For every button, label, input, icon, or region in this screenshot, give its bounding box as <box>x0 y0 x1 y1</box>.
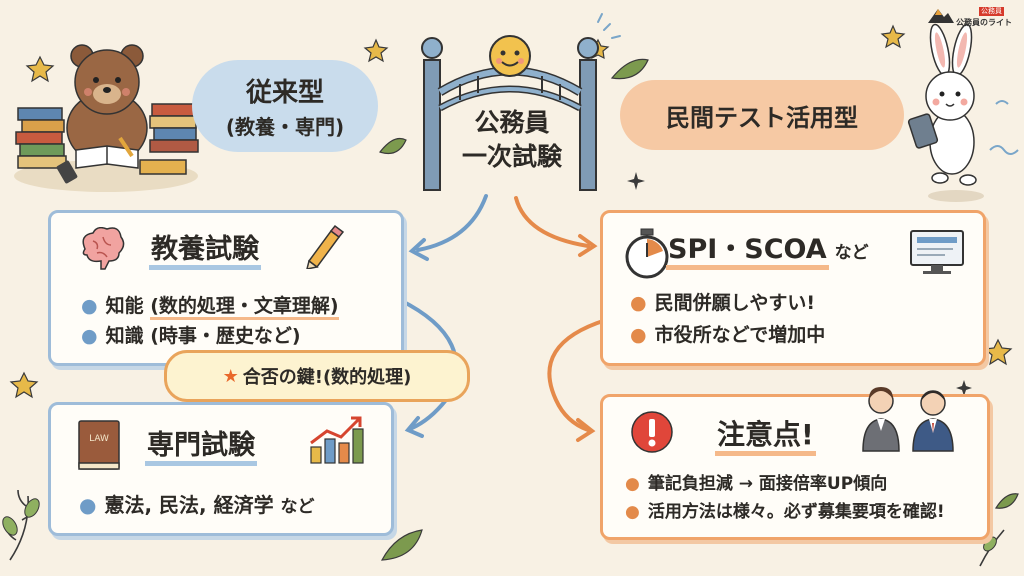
kyoyo-bullet-knowledge: ●知識 (時事・歴史など) <box>81 325 301 347</box>
bullet-text: 活用方法は様々。必ず募集要項を確認! <box>647 502 945 522</box>
spi-bullet-1: ●民間併願しやすい! <box>630 292 816 314</box>
brain-icon <box>82 227 125 270</box>
private-test-title: 民間テスト活用型 <box>666 103 858 132</box>
spi-scoa-card <box>600 210 986 366</box>
bullet-label: 知能 <box>105 295 144 317</box>
spi-bullet-2: ●市役所などで増加中 <box>630 324 826 346</box>
law-book-label: LAW <box>89 434 109 444</box>
senmon-bullet-subjects: ●憲法, 民法, 経済学 など <box>79 493 315 517</box>
law-book-icon: LAW <box>78 420 120 470</box>
key-point-callout: ★ 合否の鍵!(数的処理) <box>164 350 470 402</box>
exam-title-line2: 一次試験 <box>461 142 562 171</box>
rabbit-tablet-illustration <box>907 23 984 202</box>
star-icon <box>363 38 389 63</box>
caution-bullet-2: ●活用方法は様々。必ず募集要項を確認! <box>625 502 945 522</box>
caution-title: 注意点! <box>715 418 816 456</box>
arrow-to-caution <box>547 318 608 432</box>
bear-studying-illustration <box>14 44 199 192</box>
star-icon <box>25 55 55 83</box>
business-people-icon <box>862 387 954 452</box>
senmon-exam-card: LAW 専門試験 ●憲法, 民法, 経済学 など <box>48 402 394 536</box>
bullet-text: 市役所などで増加中 <box>654 324 826 346</box>
arrow-to-kyoyo <box>416 194 488 252</box>
bar-growth-icon <box>310 416 364 464</box>
kyoyo-exam-card: 教養試験 ●知能 (数的処理・文章理解) ●知識 (時事・歴史など) <box>48 210 404 366</box>
traditional-title: 従来型 <box>245 78 324 108</box>
pencil-icon <box>306 224 345 269</box>
kyoyo-title: 教養試験 <box>149 234 261 270</box>
bullet-suffix: など <box>280 497 315 517</box>
spi-title: SPI・SCOA <box>666 234 829 270</box>
monitor-icon <box>910 230 964 274</box>
leaf-icon <box>610 58 649 80</box>
exclamation-alert-icon <box>631 411 673 453</box>
traditional-type-label: 従来型 (教養・専門) <box>192 60 378 152</box>
bullet-text: 筆記負担減 → 面接倍率UP傾向 <box>647 474 888 494</box>
exam-title: 公務員 一次試験 <box>412 106 612 174</box>
leaf-icon <box>379 137 407 155</box>
bullet-label: 知識 <box>105 325 144 347</box>
logo-badge: 公務員 <box>979 7 1004 16</box>
callout-text: 合否の鍵!(数的処理) <box>242 367 412 388</box>
star-icon: ★ <box>222 365 239 387</box>
caution-card: 注意点! ●筆記負担減 → 面接倍率UP傾向 ●活用方法は様々。必ず募集要項を確… <box>600 387 990 540</box>
brand-logo: 公務員 公務員のライト <box>928 5 1012 29</box>
sparkle-icon <box>956 380 972 396</box>
star-icon <box>880 24 906 49</box>
mountain-logo-icon <box>928 9 954 23</box>
logo-text: 公務員のライト <box>956 18 1012 27</box>
gate-arch-icon <box>421 35 599 191</box>
star-icon <box>983 338 1013 366</box>
stopwatch-icon <box>625 228 669 279</box>
star-icon <box>9 371 39 399</box>
exam-title-line1: 公務員 <box>474 108 550 137</box>
leaf-icon <box>380 529 423 561</box>
bullet-detail: (時事・歴史など) <box>150 325 301 347</box>
arrow-to-spi <box>514 196 590 248</box>
kyoyo-bullet-intelligence: ●知能 (数的処理・文章理解) <box>81 291 339 320</box>
private-test-type-label: 民間テスト活用型 <box>620 80 904 150</box>
bullet-text: 民間併願しやすい! <box>654 292 816 314</box>
senmon-title: 専門試験 <box>145 430 257 466</box>
traditional-subtitle: (教養・専門) <box>225 115 345 139</box>
bullet-detail: (数的処理・文章理解) <box>150 295 339 320</box>
leaf-icon <box>994 493 1019 509</box>
spi-title-suffix: など <box>834 243 869 263</box>
sparkle-icon <box>627 172 645 190</box>
caution-bullet-1: ●筆記負担減 → 面接倍率UP傾向 <box>625 474 888 494</box>
bullet-text: 憲法, 民法, 経済学 <box>104 493 274 517</box>
